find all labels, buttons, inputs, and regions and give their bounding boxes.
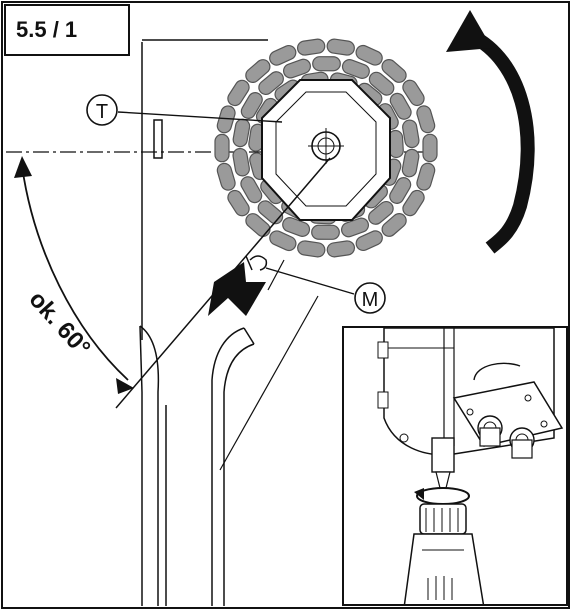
figure-label: 5.5 / 1: [4, 4, 130, 56]
bracket-tab-2: [377, 391, 389, 409]
shutter-slat: [355, 230, 383, 252]
shutter-slat: [389, 92, 412, 120]
shutter-slat: [416, 105, 436, 134]
shutter-slat: [402, 119, 420, 149]
shutter-slat: [311, 224, 340, 240]
guide-rail-inner: [223, 343, 255, 606]
shutter-slat: [282, 58, 312, 79]
shutter-slat: [341, 59, 370, 79]
marker-leader-line: [265, 267, 355, 295]
shutter-slat: [401, 148, 420, 178]
shutter-slat: [340, 217, 370, 238]
drill-chuck: [419, 503, 467, 535]
left-guide-edge: [139, 325, 143, 393]
marker-callout-circle: [354, 282, 386, 314]
insert-arrow-icon: [208, 262, 266, 316]
shutter-slat: [258, 71, 284, 96]
shutter-slat: [402, 189, 425, 217]
bit-rotation-ring: [416, 487, 470, 505]
shutter-slat: [389, 177, 412, 204]
drive-shaft: [431, 437, 455, 473]
shutter-slat: [296, 38, 326, 56]
screw-4: [399, 433, 409, 443]
diagonal-wall-line: [219, 295, 319, 471]
shutter-slat: [245, 213, 271, 237]
shutter-slat: [381, 213, 407, 237]
hook-part: [249, 255, 268, 271]
cable-gland-left: [477, 415, 503, 447]
left-guide: [139, 325, 160, 606]
handle-loop: [473, 362, 521, 381]
bracket-tab-1: [377, 341, 389, 359]
drill-icon: [403, 533, 485, 604]
shutter-slat: [232, 118, 251, 148]
shutter-slat: [227, 189, 250, 217]
shutter-slat: [240, 92, 263, 119]
shutter-slat: [355, 44, 383, 66]
bit-tip: [435, 471, 451, 489]
tube-inner-ring: [275, 91, 377, 207]
tube-callout-text: T: [96, 101, 108, 123]
shutter-slat: [402, 79, 425, 107]
shutter-slat: [422, 133, 438, 163]
rotation-arrow-icon: [446, 10, 492, 52]
shutter-slat: [240, 176, 263, 204]
shutter-slat: [368, 200, 394, 225]
shutter-slat: [282, 217, 311, 237]
screw-3: [540, 420, 548, 428]
shutter-slat: [269, 44, 297, 66]
shutter-slat: [297, 240, 326, 258]
bit-rotation-arrow: [414, 488, 424, 500]
shutter-slat: [416, 162, 436, 191]
guide-rail-outer: [211, 327, 245, 606]
shutter-slat: [257, 200, 284, 225]
inset-detail: [342, 326, 568, 606]
shutter-slat: [216, 162, 236, 191]
inset-illustration: [377, 328, 564, 604]
cable-gland-right: [509, 427, 535, 459]
shutter-slat: [227, 79, 250, 107]
shutter-slat: [214, 133, 230, 163]
screw-2: [524, 394, 532, 402]
tube-callout-circle: [86, 94, 118, 126]
shutter-slat: [326, 240, 356, 258]
hook-pin: [245, 255, 253, 271]
wall-slot: [153, 119, 163, 159]
screw-1: [466, 408, 474, 416]
shutter-slat: [381, 59, 407, 83]
angle-arc: [21, 165, 129, 381]
shutter-slat: [216, 105, 236, 134]
shutter-slat: [245, 59, 271, 83]
shutter-slat: [326, 38, 355, 56]
shutter-slat: [269, 230, 297, 252]
angle-arrowhead-bottom: [116, 378, 134, 394]
shutter-slat: [232, 147, 250, 177]
angle-arrowhead-top: [14, 156, 32, 178]
rotation-arrow-body: [468, 29, 535, 254]
guide-rail-cap: [243, 327, 255, 345]
shutter-slat: [368, 71, 395, 96]
shutter-slat: [312, 56, 341, 72]
diagonal-small-line: [267, 259, 285, 291]
marker-callout-text: M: [362, 289, 379, 311]
angle-label: ok. 60°: [24, 286, 96, 362]
tube-leader-line: [117, 111, 283, 123]
